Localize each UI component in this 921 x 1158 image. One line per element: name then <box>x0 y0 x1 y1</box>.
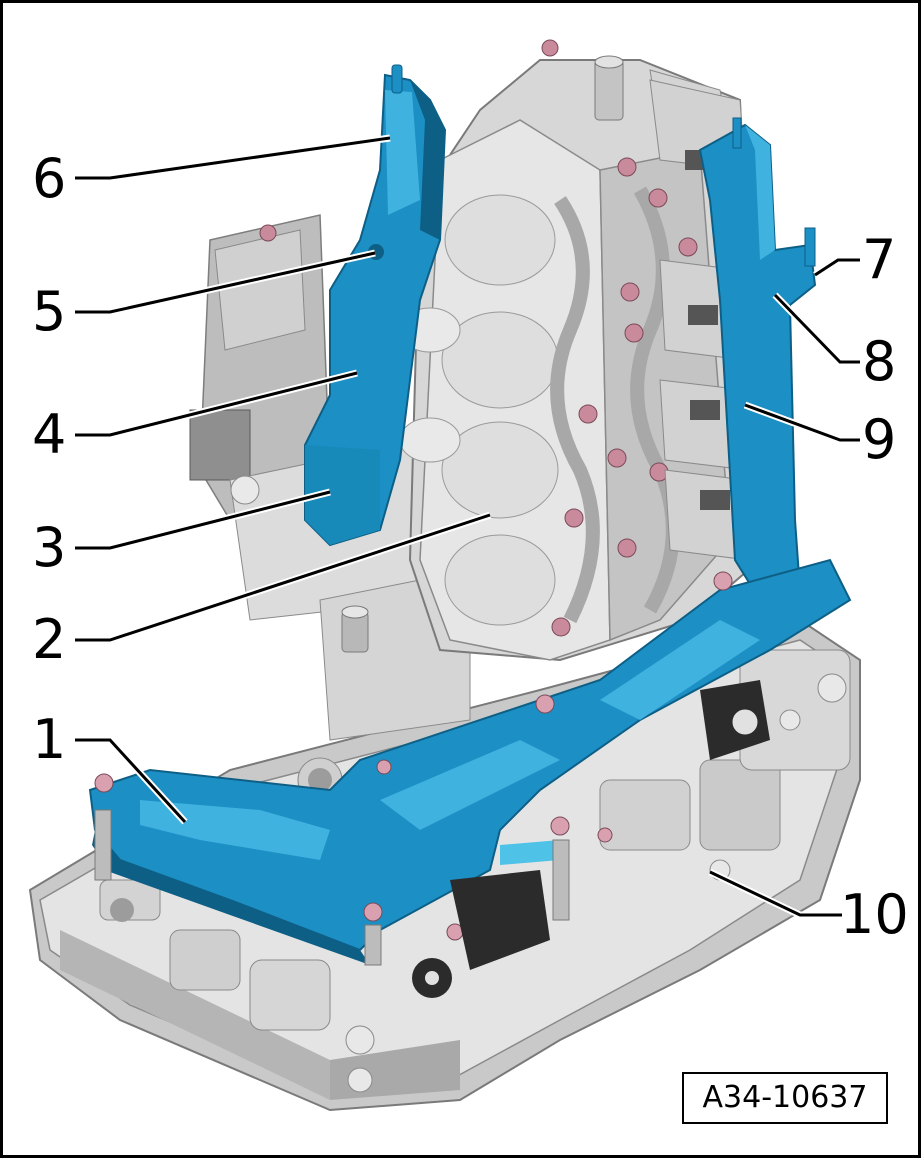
callout-7: 7 <box>862 228 896 291</box>
lower-blue-carrier <box>88 558 852 965</box>
callout-8: 8 <box>862 330 896 393</box>
callout-9: 9 <box>862 408 896 471</box>
callout-4: 4 <box>32 403 66 466</box>
tower-bolts <box>259 39 698 637</box>
black-connectors <box>412 680 770 998</box>
callout-10: 10 <box>840 883 909 946</box>
support-posts <box>94 809 570 966</box>
leader-lines <box>75 134 860 919</box>
left-blue-carrier <box>304 64 447 547</box>
callout-1: 1 <box>32 708 66 771</box>
callout-5: 5 <box>32 280 66 343</box>
callout-2: 2 <box>32 608 66 671</box>
callout-3: 3 <box>32 516 66 579</box>
callout-labels: 6 5 4 3 2 1 7 8 9 10 <box>32 147 909 946</box>
figure-id-label: A34-10637 <box>682 1072 888 1124</box>
right-blue-carrier <box>698 117 817 602</box>
callout-6: 6 <box>32 147 66 210</box>
carrier-bolts <box>94 571 733 941</box>
